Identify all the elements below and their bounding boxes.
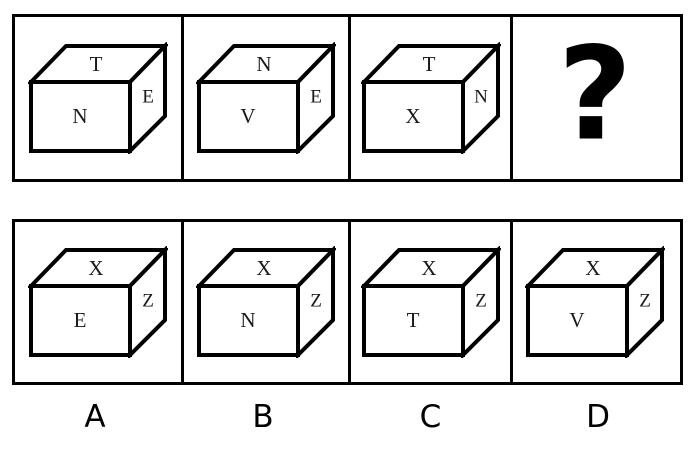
- option-label-cell-c: C: [348, 390, 513, 445]
- cube-front-letter: X: [405, 104, 420, 128]
- cube-question-1: T N E: [28, 42, 168, 154]
- cube-front-face: [526, 284, 629, 357]
- option-label-c: C: [419, 399, 442, 435]
- option-label-b: B: [252, 399, 274, 435]
- cube-front-face: [361, 284, 465, 357]
- question-mark-icon: ?: [557, 20, 633, 170]
- question-panel-2: N V E: [181, 17, 348, 179]
- cube-top-letter: X: [585, 256, 600, 280]
- cube-top-letter: X: [88, 256, 103, 280]
- cube-right-letter: E: [142, 86, 154, 107]
- cube-front-face: [29, 80, 132, 153]
- cube-option-d: X V Z: [525, 246, 665, 358]
- cube-question-3: T X N: [360, 42, 501, 154]
- cube-front-face: [197, 80, 300, 153]
- question-panel-3: T X N: [348, 17, 510, 179]
- cube-front-letter: V: [240, 104, 255, 128]
- cube-front-letter: T: [406, 308, 419, 332]
- cube-top-letter: T: [90, 52, 103, 76]
- option-panel-a[interactable]: X E Z: [15, 222, 181, 382]
- option-label-cell-b: B: [178, 390, 348, 445]
- cube-front-letter: N: [72, 104, 87, 128]
- question-panel-4-unknown: ?: [510, 17, 677, 179]
- cube-front-letter: E: [74, 308, 87, 332]
- cube-right-letter: E: [310, 86, 322, 107]
- cube-question-2: N V E: [196, 42, 336, 154]
- options-row: X E Z X N Z: [12, 219, 683, 385]
- cube-front-letter: V: [569, 308, 584, 332]
- option-panel-c[interactable]: X T Z: [348, 222, 510, 382]
- option-label-a: A: [84, 399, 106, 435]
- option-label-row: A B C D: [12, 390, 683, 445]
- option-label-d: D: [586, 399, 610, 435]
- cube-top-letter: X: [421, 256, 436, 280]
- cube-option-b: X N Z: [196, 246, 336, 358]
- cube-right-letter: Z: [475, 290, 487, 311]
- cube-front-face: [361, 80, 465, 153]
- option-panel-b[interactable]: X N Z: [181, 222, 348, 382]
- option-panel-d[interactable]: X V Z: [510, 222, 677, 382]
- cube-front-face: [197, 284, 300, 357]
- cube-option-a: X E Z: [28, 246, 168, 358]
- cube-right-letter: Z: [142, 290, 154, 311]
- question-row: T N E N V E: [12, 14, 683, 182]
- cube-right-letter: Z: [639, 290, 651, 311]
- cube-top-letter: T: [422, 52, 435, 76]
- question-panel-1: T N E: [15, 17, 181, 179]
- cube-right-letter: N: [474, 86, 488, 107]
- cube-top-letter: N: [256, 52, 271, 76]
- cube-front-face: [29, 284, 132, 357]
- cube-right-letter: Z: [310, 290, 322, 311]
- option-label-cell-d: D: [513, 390, 683, 445]
- cube-option-c: X T Z: [360, 246, 501, 358]
- cube-front-letter: N: [240, 308, 255, 332]
- cube-top-letter: X: [256, 256, 271, 280]
- option-label-cell-a: A: [12, 390, 178, 445]
